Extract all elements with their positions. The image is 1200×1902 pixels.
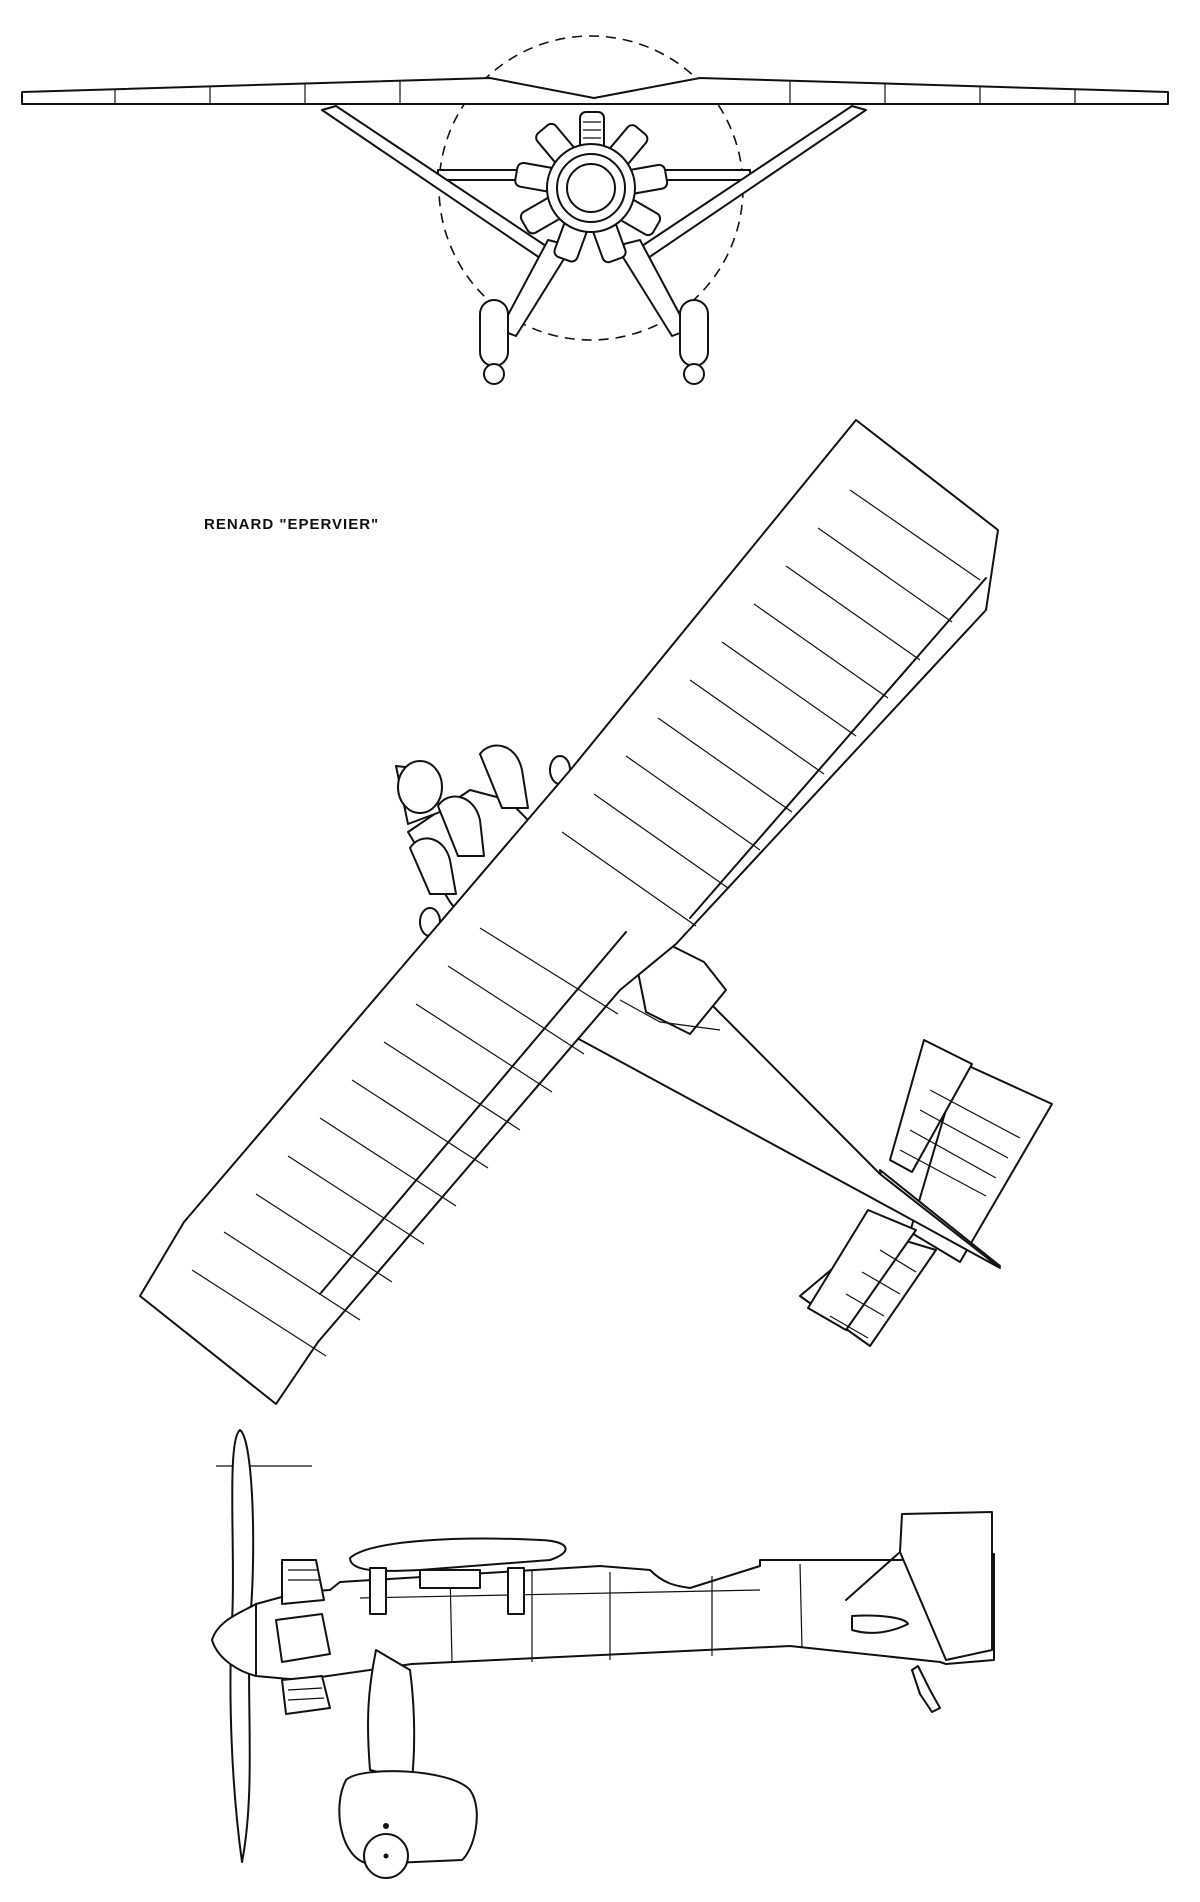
- front-engine: [514, 112, 668, 264]
- top-wing-ribs: [192, 490, 980, 1356]
- side-tailskid: [912, 1666, 940, 1712]
- front-wheel-left: [480, 300, 508, 366]
- top-tailplane: [800, 1040, 1052, 1346]
- front-wheel-right: [680, 300, 708, 366]
- front-wing-ribs: [115, 81, 1075, 104]
- side-spinner: [212, 1604, 256, 1676]
- side-fin: [900, 1512, 992, 1660]
- top-engine: [396, 746, 570, 936]
- front-wing: [22, 78, 1168, 104]
- top-view: [140, 420, 1052, 1404]
- side-gear-leg: [368, 1650, 414, 1780]
- side-wing: [350, 1539, 566, 1571]
- front-strut-right: [636, 106, 866, 258]
- side-engine: [276, 1560, 330, 1714]
- aircraft-title: RENARD "EPERVIER": [204, 516, 380, 533]
- side-view: [212, 1430, 994, 1878]
- front-view: [22, 36, 1168, 384]
- top-wing: [140, 420, 998, 1404]
